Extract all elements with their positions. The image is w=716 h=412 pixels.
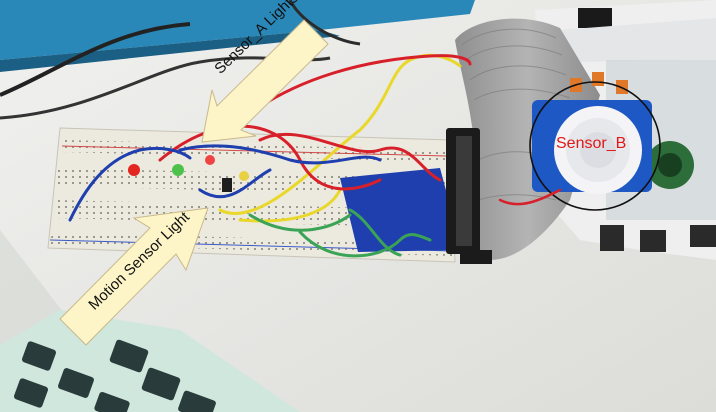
sensor-b-highlight-circle: [529, 81, 661, 211]
jumper-wires: [68, 53, 562, 258]
green-led: [172, 164, 184, 176]
motion-sensor-light-arrow: [59, 207, 209, 346]
motion-led-mount: [222, 178, 232, 192]
monitor-edge: [0, 0, 475, 60]
keyboard-keys: [13, 339, 216, 412]
ribbon-cable: [455, 18, 600, 261]
sensor-b-label: Sensor_B: [556, 135, 627, 152]
sensor-a-lights-arrow: [201, 19, 329, 143]
red-led: [128, 164, 140, 176]
yellow-led: [239, 171, 249, 181]
